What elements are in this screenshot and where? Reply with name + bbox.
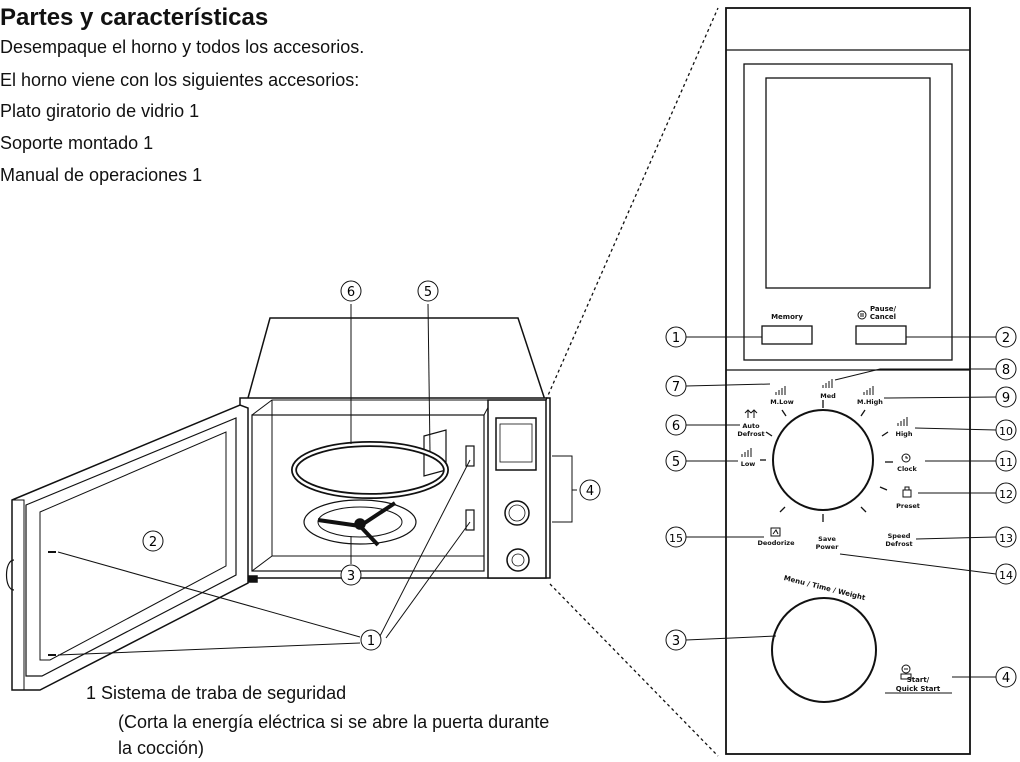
panel-callout-15: 15 [665,526,687,548]
zoom-lines [545,7,719,757]
svg-text:10: 10 [999,425,1013,438]
oven-callout-3: 3 [340,564,362,586]
svg-text:M.Low: M.Low [770,398,794,406]
caption-line-1: 1 Sistema de traba de seguridad [86,683,347,703]
panel-icons [741,310,912,680]
panel-callout-11: 11 [995,450,1017,472]
oven-callout-1: 1 [360,629,382,651]
memory-label: Memory [771,313,803,321]
panel-callout-6: 6 [665,414,687,436]
svg-text:Speed: Speed [888,532,911,540]
svg-text:3: 3 [672,634,680,649]
pause-label-2: Cancel [870,313,896,321]
power-level-icon-med [822,379,833,388]
caption-line-2: (Corta la energía eléctrica si se abre l… [118,712,550,732]
power-level-icon-mlow [775,386,786,395]
control-panel [725,7,971,755]
svg-text:13: 13 [999,532,1013,545]
caption-line-3: la cocción) [118,738,205,758]
svg-text:11: 11 [999,456,1013,469]
svg-text:Med: Med [820,392,836,400]
svg-text:15: 15 [669,532,683,545]
intro-line-4: Soporte montado 1 [0,133,154,153]
svg-text:Auto: Auto [742,422,760,430]
svg-text:Start/: Start/ [907,676,930,684]
svg-text:4: 4 [586,484,594,499]
deodorize-icon [770,527,781,537]
svg-text:2: 2 [149,535,157,550]
svg-text:5: 5 [424,285,432,300]
panel-callout-3: 3 [665,629,687,651]
svg-text:Power: Power [816,543,840,551]
intro-line-3: Plato giratorio de vidrio 1 [0,101,200,121]
dial-ticks [760,400,893,522]
pause-cancel-button [855,325,907,345]
panel-callout-10: 10 [995,419,1017,441]
svg-text:Defrost: Defrost [885,540,912,548]
oven-callout-2: 2 [142,530,164,552]
svg-text:Deodorize: Deodorize [757,539,795,547]
svg-text:4: 4 [1002,671,1010,686]
oven-illustration [5,317,573,691]
oven-callouts: 6 5 2 3 4 1 [142,280,601,651]
svg-text:High: High [896,430,913,438]
svg-text:12: 12 [999,488,1013,501]
clock-icon [901,453,911,463]
panel-callout-lines [685,336,997,678]
svg-text:3: 3 [347,569,355,584]
oven-callout-lines [57,303,577,656]
intro-line-2: El horno viene con los siguientes acceso… [0,70,360,90]
svg-text:9: 9 [1002,391,1010,406]
panel-callout-5: 5 [665,450,687,472]
panel-callout-7: 7 [665,375,687,397]
svg-text:6: 6 [672,419,680,434]
oven-callout-6: 6 [340,280,362,302]
panel-callout-9: 9 [995,386,1017,408]
svg-text:6: 6 [347,285,355,300]
panel-callout-1: 1 [665,326,687,348]
svg-text:7: 7 [672,380,680,395]
svg-text:Quick Start: Quick Start [896,685,941,693]
start-icon [900,664,912,680]
pause-icon [857,310,867,320]
memory-button [761,325,813,345]
svg-text:14: 14 [999,569,1013,582]
panel-callouts: 1 2 7 8 9 6 10 5 11 12 15 13 14 3 4 [665,326,1017,688]
svg-text:2: 2 [1002,331,1010,346]
intro-line-5: Manual de operaciones 1 [0,165,203,185]
panel-callout-12: 12 [995,482,1017,504]
svg-text:Preset: Preset [896,502,920,510]
page-title: Partes y características [0,4,269,31]
panel-callout-13: 13 [995,526,1017,548]
svg-text:Save: Save [818,535,836,543]
panel-callout-4: 4 [995,666,1017,688]
oven-callout-4: 4 [579,479,601,501]
oven-callout-5: 5 [417,280,439,302]
power-level-icon-high [897,417,908,426]
svg-text:Low: Low [741,460,756,468]
panel-callout-8: 8 [995,358,1017,380]
pause-label-1: Pause/ [870,305,897,313]
svg-text:1: 1 [672,331,680,346]
preset-icon [902,486,912,498]
defrost-arrows-icon [744,409,758,418]
panel-callout-2: 2 [995,326,1017,348]
svg-text:Defrost: Defrost [737,430,764,438]
power-level-icon-low [741,448,752,457]
intro-line-1: Desempaque el horno y todos los accesori… [0,37,365,57]
svg-text:1: 1 [367,634,375,649]
svg-text:5: 5 [672,455,680,470]
svg-text:Clock: Clock [897,465,917,473]
svg-text:8: 8 [1002,363,1010,378]
panel-callout-14: 14 [995,563,1017,585]
svg-text:M.High: M.High [857,398,883,406]
power-level-icon-mhigh [863,386,874,395]
